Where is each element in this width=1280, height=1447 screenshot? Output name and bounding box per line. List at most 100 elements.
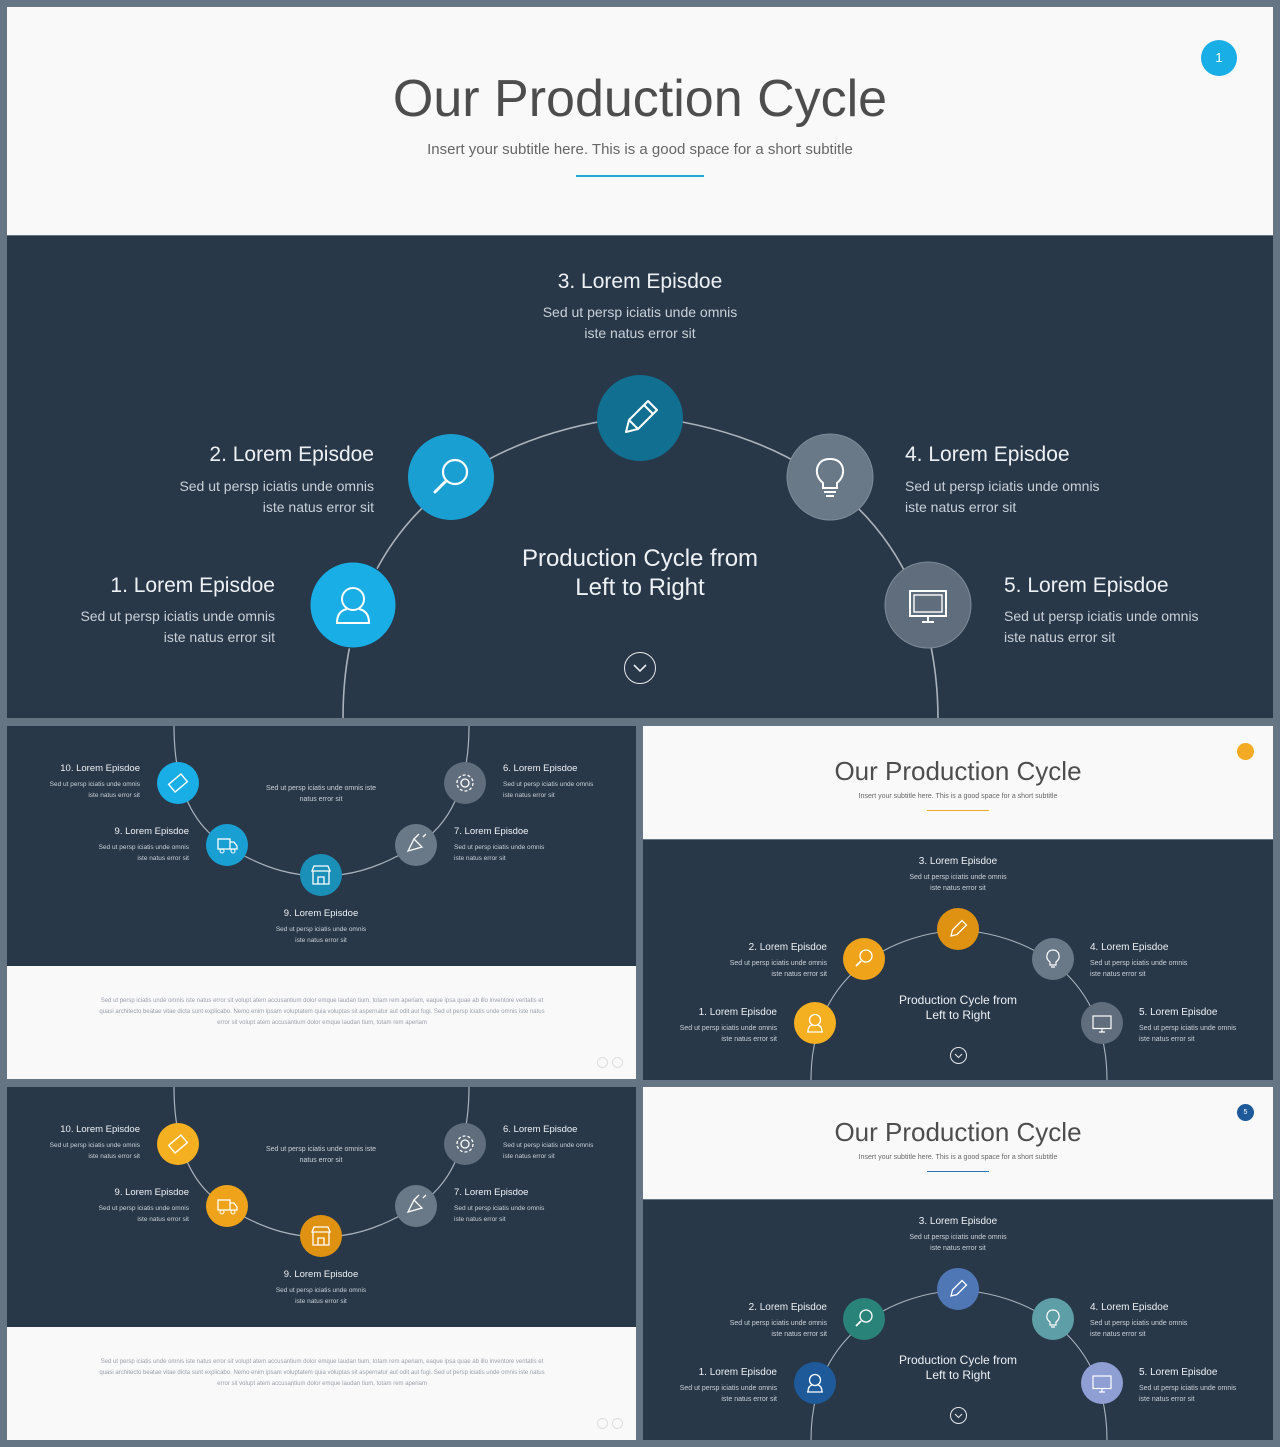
orange-step-1-desc: Sed ut persp iciatis unde omnis iste nat… [679, 1025, 777, 1043]
thumb-orange-cycle: 3. Lorem Episdoe Sed ut persp iciatis un… [643, 840, 1273, 1080]
multi-center-text: Production Cycle from Left to Right [898, 1353, 1018, 1382]
hero-cycle-panel: 3. Lorem Episdoe Sed ut persp iciatis un… [7, 236, 1273, 718]
gear-icon [444, 1123, 486, 1165]
step-4-node[interactable] [786, 433, 874, 521]
lower-center-desc: Sed ut persp iciatis unde omnis iste nat… [265, 785, 377, 803]
slide-nav-dots-2[interactable] [593, 1416, 623, 1434]
thumb-multi-subtitle: Insert your subtitle here. This is a goo… [858, 1154, 1058, 1161]
thumb-multi-underline [927, 1171, 989, 1172]
orange-chevron-down-button[interactable] [950, 1047, 967, 1064]
lower-step-10-node[interactable] [156, 761, 200, 810]
thumb-orange-title: Our Production Cycle [834, 756, 1082, 786]
multi-step-5-desc: Sed ut persp iciatis unde omnis iste nat… [1139, 1385, 1237, 1403]
multi-step-4-node[interactable] [1031, 1297, 1075, 1346]
orange-step-3-desc: Sed ut persp iciatis unde omnis iste nat… [909, 874, 1007, 892]
thumb-multi-badge[interactable]: 5 [1237, 1104, 1254, 1121]
search-icon [843, 1298, 885, 1340]
hero-header: Our Production Cycle Insert your subtitl… [7, 7, 1273, 235]
step-4-label: 4. Lorem Episdoe [905, 443, 1070, 466]
lower-step-9b-desc: Sed ut persp iciatis unde omnis iste nat… [275, 926, 367, 944]
multi-chevron-down-button[interactable] [950, 1407, 967, 1424]
lower-step-9a-label: 9. Lorem Episdoe [114, 826, 189, 837]
lower-step-7-desc: Sed ut persp iciatis unde omnis iste nat… [454, 844, 545, 862]
multi-step-1-node[interactable] [793, 1361, 837, 1410]
lower-orange-step-7-node[interactable] [394, 1184, 438, 1233]
pencil-icon [937, 908, 979, 950]
monitor-icon [1081, 1362, 1123, 1404]
lower-step-6-node[interactable] [443, 761, 487, 810]
lower-orange-paragraph: Sed ut persp iciatis unde omnis iste nat… [99, 1359, 545, 1387]
lower-orange-step-6-desc: Sed ut persp iciatis unde omnis iste nat… [503, 1142, 594, 1160]
multi-step-5-label: 5. Lorem Episdoe [1139, 1367, 1218, 1378]
thumb-lower-orange-text: Sed ut persp iciatis unde omnis iste nat… [7, 1327, 636, 1440]
user-icon [309, 561, 397, 649]
lower-orange-step-9b-desc: Sed ut persp iciatis unde omnis iste nat… [275, 1287, 367, 1305]
multi-step-4-label: 4. Lorem Episdoe [1090, 1302, 1169, 1313]
thumb-orange-subtitle: Insert your subtitle here. This is a goo… [858, 793, 1058, 800]
pencil-icon [597, 375, 683, 461]
lower-orange-step-6-label: 6. Lorem Episdoe [503, 1124, 578, 1135]
page-badge[interactable]: 1 [1201, 40, 1237, 76]
orange-step-4-label: 4. Lorem Episdoe [1090, 942, 1169, 953]
truck-icon [206, 824, 248, 866]
orange-step-5-desc: Sed ut persp iciatis unde omnis iste nat… [1139, 1025, 1237, 1043]
store-icon [300, 1215, 342, 1257]
orange-center-text: Production Cycle from Left to Right [898, 993, 1018, 1022]
lower-step-7-node[interactable] [394, 823, 438, 872]
multi-step-1-label: 1. Lorem Episdoe [698, 1367, 777, 1378]
lightbulb-icon [1032, 938, 1074, 980]
lower-step-9b-label: 9. Lorem Episdoe [283, 908, 359, 919]
chevron-down-icon [633, 664, 647, 673]
orange-step-4-node[interactable] [1031, 937, 1075, 986]
multi-step-2-label: 2. Lorem Episdoe [748, 1302, 827, 1313]
multi-step-2-desc: Sed ut persp iciatis unde omnis iste nat… [729, 1320, 827, 1338]
user-icon [794, 1002, 836, 1044]
lower-step-9a-node[interactable] [205, 823, 249, 872]
orange-step-1-node[interactable] [793, 1001, 837, 1050]
search-icon [843, 938, 885, 980]
step-4-desc: Sed ut persp iciatis unde omnis iste nat… [905, 478, 1100, 515]
multi-step-5-node[interactable] [1080, 1361, 1124, 1410]
ticket-icon [157, 1123, 199, 1165]
lower-orange-step-10-node[interactable] [156, 1122, 200, 1171]
lower-orange-step-9b-label: 9. Lorem Episdoe [283, 1269, 359, 1280]
chevron-down-icon [954, 1053, 963, 1059]
truck-icon [206, 1185, 248, 1227]
lower-orange-step-9a-node[interactable] [205, 1184, 249, 1233]
orange-step-5-label: 5. Lorem Episdoe [1139, 1007, 1218, 1018]
thumb-multi-title: Our Production Cycle [834, 1117, 1082, 1147]
orange-step-2-node[interactable] [842, 937, 886, 986]
lower-orange-center-desc: Sed ut persp iciatis unde omnis iste nat… [265, 1146, 377, 1164]
bell-icon [395, 824, 437, 866]
title-underline [576, 175, 704, 177]
multi-step-3-node[interactable] [936, 1267, 980, 1316]
lower-orange-step-10-desc: Sed ut persp iciatis unde omnis iste nat… [49, 1142, 140, 1160]
orange-step-3-label: 3. Lorem Episdoe [918, 856, 998, 867]
step-1-node[interactable] [309, 561, 397, 649]
step-1-desc: Sed ut persp iciatis unde omnis iste nat… [80, 608, 275, 645]
lower-step-9b-node[interactable] [299, 853, 343, 902]
multi-step-2-node[interactable] [842, 1297, 886, 1346]
multi-step-3-label: 3. Lorem Episdoe [918, 1216, 998, 1227]
multi-step-4-desc: Sed ut persp iciatis unde omnis iste nat… [1090, 1320, 1188, 1338]
chevron-down-button[interactable] [624, 652, 656, 684]
step-2-desc: Sed ut persp iciatis unde omnis iste nat… [179, 478, 374, 515]
orange-step-5-node[interactable] [1080, 1001, 1124, 1050]
lower-orange-step-9b-node[interactable] [299, 1214, 343, 1263]
step-5-node[interactable] [884, 561, 972, 649]
thumb-multi-cycle: 3. Lorem Episdoe Sed ut persp iciatis un… [643, 1200, 1273, 1440]
orange-step-3-node[interactable] [936, 907, 980, 956]
multi-step-1-desc: Sed ut persp iciatis unde omnis iste nat… [679, 1385, 777, 1403]
monitor-icon [884, 561, 972, 649]
orange-step-4-desc: Sed ut persp iciatis unde omnis iste nat… [1090, 960, 1188, 978]
thumb-orange-badge[interactable] [1237, 743, 1254, 760]
step-3-node[interactable] [596, 374, 684, 462]
lower-step-6-desc: Sed ut persp iciatis unde omnis iste nat… [503, 781, 594, 799]
step-2-node[interactable] [407, 433, 495, 521]
lower-orange-step-7-label: 7. Lorem Episdoe [454, 1187, 529, 1198]
lower-orange-step-6-node[interactable] [443, 1122, 487, 1171]
lower-step-10-label: 10. Lorem Episdoe [60, 763, 140, 774]
chevron-down-icon [954, 1413, 963, 1419]
thumb-orange-header: Our Production Cycle Insert your subtitl… [643, 726, 1273, 839]
slide-nav-dots[interactable] [593, 1055, 623, 1073]
